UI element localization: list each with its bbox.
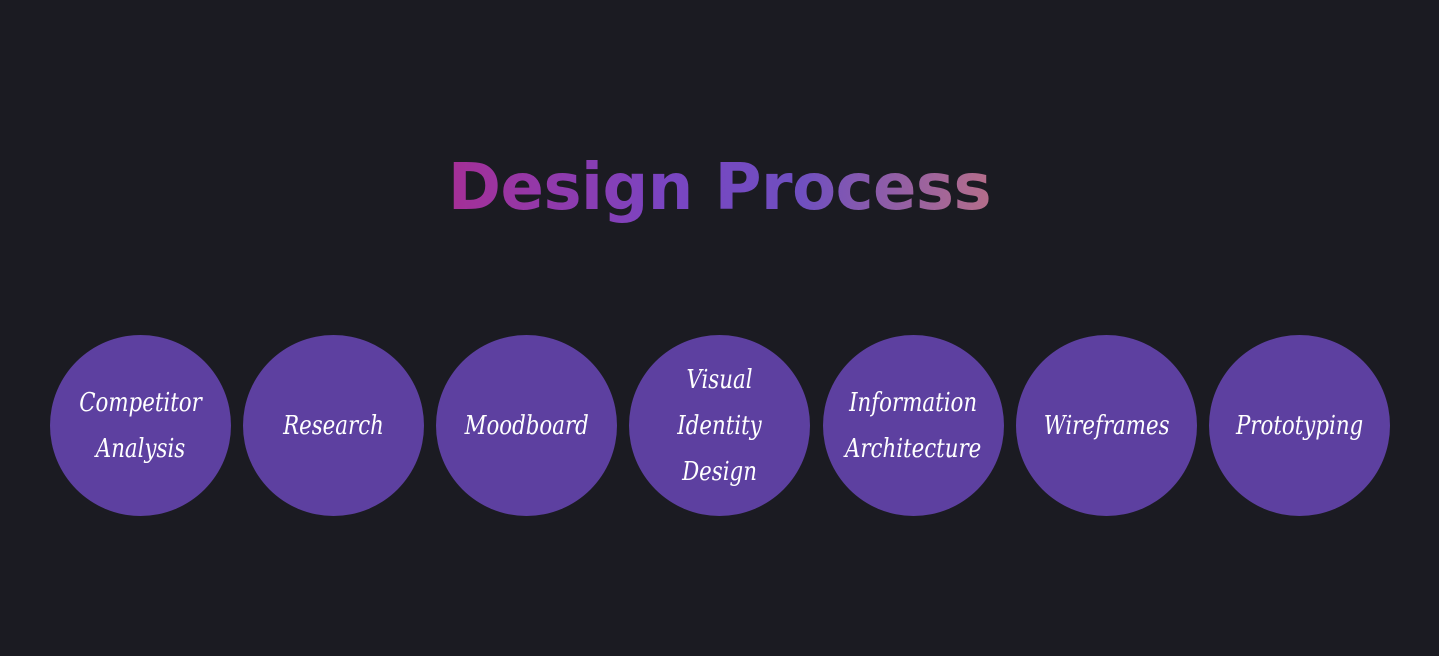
process-steps: Competitor Analysis Research Moodboard V… [50, 335, 1390, 516]
step-research: Research [243, 335, 425, 516]
step-wireframes: Wireframes [1015, 335, 1197, 516]
step-moodboard: Moodboard [436, 335, 618, 516]
step-label: Moodboard [464, 410, 589, 441]
step-label: Research [283, 410, 385, 441]
step-prototyping: Prototyping [1208, 335, 1390, 516]
step-label: Competitor Analysis [79, 387, 202, 464]
section-title-text: Design Process [447, 151, 992, 225]
step-label: Visual Identity Design [677, 364, 763, 487]
step-label: Wireframes [1043, 410, 1170, 441]
section-title: Design Process [0, 146, 1439, 230]
step-visual-identity-design: Visual Identity Design [629, 335, 811, 516]
step-label: Prototyping [1235, 410, 1364, 441]
step-label: Information Architecture [844, 387, 982, 464]
step-competitor-analysis: Competitor Analysis [50, 335, 231, 516]
step-information-architecture: Information Architecture [822, 335, 1004, 516]
